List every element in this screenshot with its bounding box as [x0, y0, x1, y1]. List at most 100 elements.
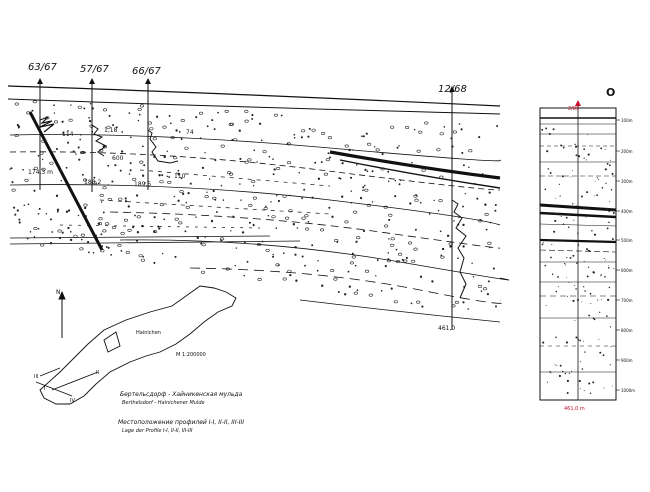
- grain-mark: [206, 191, 208, 194]
- grain-mark: [182, 192, 185, 195]
- borehole-66-67: [147, 80, 179, 190]
- grain-mark: [592, 271, 595, 274]
- grain-mark: [234, 264, 237, 267]
- grain-mark: [436, 148, 441, 152]
- grain-mark: [141, 224, 144, 228]
- grain-mark: [356, 236, 361, 240]
- grain-mark: [600, 298, 602, 300]
- grain-mark: [448, 242, 453, 246]
- grain-mark: [14, 213, 17, 216]
- grain-mark: [200, 270, 206, 274]
- grain-mark: [577, 155, 581, 158]
- grain-mark: [566, 277, 567, 278]
- grain-mark: [68, 118, 73, 122]
- coal-seam: [339, 159, 501, 189]
- grain-mark: [69, 238, 73, 242]
- grain-mark: [396, 146, 399, 149]
- grain-mark: [276, 194, 278, 197]
- grain-mark: [433, 199, 435, 202]
- grain-mark: [365, 132, 368, 135]
- grain-mark: [608, 286, 611, 289]
- grain-mark: [132, 226, 135, 229]
- grain-mark: [53, 112, 56, 114]
- log-column-ticks: [616, 119, 620, 391]
- grain-mark: [462, 223, 465, 227]
- grain-mark: [495, 305, 497, 308]
- grain-mark: [388, 218, 391, 221]
- grain-mark: [545, 305, 547, 307]
- grain-mark: [364, 269, 370, 273]
- grain-mark: [153, 230, 156, 233]
- grain-mark: [564, 372, 567, 375]
- grain-mark: [271, 255, 274, 258]
- grain-mark: [592, 317, 595, 320]
- grain-mark: [108, 114, 111, 117]
- svg-text:800m: 800m: [621, 328, 633, 333]
- grain-mark: [419, 201, 422, 204]
- grain-mark: [437, 209, 440, 212]
- grain-mark: [598, 339, 600, 340]
- grain-mark: [240, 199, 242, 201]
- grain-mark: [356, 289, 359, 292]
- grain-mark: [272, 253, 274, 256]
- grain-mark: [147, 121, 152, 125]
- grain-mark: [580, 388, 582, 390]
- grain-mark: [576, 298, 580, 302]
- grain-mark: [149, 127, 154, 131]
- grain-mark: [581, 368, 584, 370]
- grain-mark: [144, 181, 146, 184]
- grain-mark: [64, 176, 66, 178]
- grain-mark: [555, 336, 557, 338]
- grain-mark: [480, 290, 483, 292]
- borehole-12-68: [451, 88, 467, 330]
- grain-mark: [301, 255, 304, 258]
- grain-mark: [566, 392, 569, 394]
- grain-mark: [613, 268, 615, 270]
- grain-mark: [390, 125, 395, 129]
- grain-mark: [368, 293, 373, 297]
- grain-mark: [129, 162, 132, 165]
- grain-mark: [169, 122, 172, 125]
- grain-mark: [60, 180, 62, 182]
- grain-mark: [277, 199, 280, 203]
- grain-mark: [588, 250, 591, 253]
- grain-mark: [356, 164, 358, 166]
- grain-mark: [53, 104, 55, 107]
- grain-mark: [609, 164, 611, 167]
- grain-mark: [120, 231, 125, 235]
- grain-mark: [591, 229, 593, 232]
- grain-mark: [575, 288, 577, 290]
- grain-mark: [252, 224, 255, 227]
- grain-mark: [257, 277, 262, 281]
- grain-mark: [246, 260, 249, 263]
- grain-mark: [161, 174, 164, 177]
- grain-mark: [184, 230, 187, 233]
- grain-mark: [487, 280, 490, 283]
- grain-mark: [397, 252, 403, 256]
- grain-mark: [153, 230, 158, 234]
- grain-mark: [128, 173, 131, 175]
- grain-mark: [323, 172, 329, 176]
- legend-ru: Местоположение профилей I-I, II-II, III-…: [118, 419, 244, 426]
- grain-mark: [481, 173, 484, 175]
- grain-mark: [559, 195, 561, 197]
- svg-text:600m: 600m: [621, 268, 633, 273]
- grain-mark: [580, 361, 582, 363]
- profile-mark: I: [44, 386, 45, 392]
- grain-mark: [350, 190, 352, 192]
- grain-mark: [350, 176, 353, 179]
- grain-mark: [129, 136, 132, 139]
- grain-mark: [16, 123, 19, 127]
- grain-mark: [576, 262, 578, 264]
- svg-text:700m: 700m: [621, 298, 633, 303]
- grain-mark: [247, 158, 252, 162]
- grain-mark: [301, 216, 306, 220]
- grain-mark: [75, 153, 77, 155]
- grain-mark: [238, 129, 241, 132]
- grain-mark: [56, 210, 59, 213]
- grain-mark: [572, 254, 575, 257]
- grain-mark: [55, 194, 59, 197]
- north-label: N: [56, 289, 61, 296]
- grain-mark: [416, 149, 421, 153]
- svg-text:100m: 100m: [621, 118, 633, 123]
